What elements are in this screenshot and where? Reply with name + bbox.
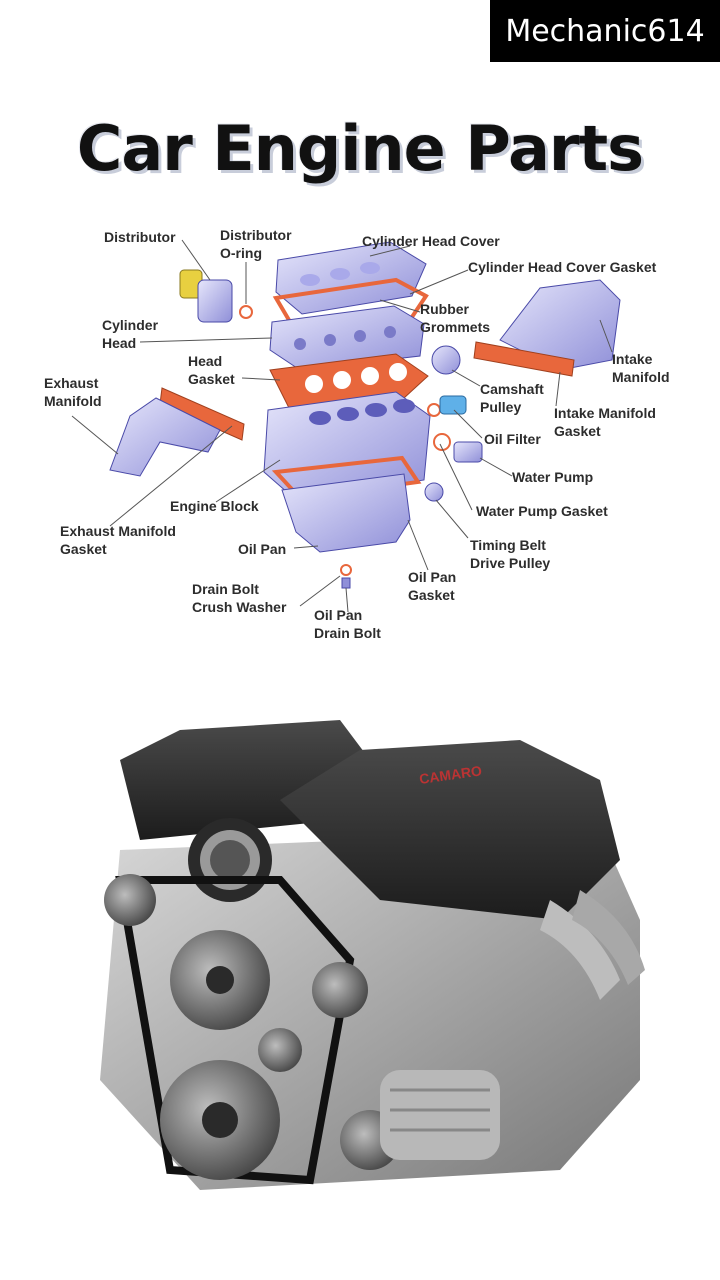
label-oil-filter: Oil Filter	[484, 431, 541, 447]
label-exhaust-manifold-1: Exhaust	[44, 375, 99, 391]
label-cylinder-head-1: Cylinder	[102, 317, 159, 333]
drain-bolt-part	[341, 577, 351, 589]
oil-filter-part	[439, 395, 467, 415]
label-camshaft-pulley-2: Pulley	[480, 399, 521, 415]
label-rubber-grommets-1: Rubber	[420, 301, 470, 317]
label-cylinder-head-cover-gasket: Cylinder Head Cover Gasket	[468, 259, 657, 275]
label-camshaft-pulley-1: Camshaft	[480, 381, 544, 397]
page-title: Car Engine Parts	[76, 112, 644, 185]
label-oil-pan-gasket-1: Oil Pan	[408, 569, 456, 585]
label-oil-pan: Oil Pan	[238, 541, 286, 557]
label-timing-belt-1: Timing Belt	[470, 537, 546, 553]
cylinder-head-part	[269, 305, 425, 371]
cylinder-head-cover-part	[275, 241, 427, 315]
distributor-part	[179, 269, 253, 323]
label-intake-manifold-2: Manifold	[612, 369, 670, 385]
label-oil-pan-drain-bolt-2: Drain Bolt	[314, 625, 381, 641]
label-water-pump-gasket: Water Pump Gasket	[476, 503, 608, 519]
label-timing-belt-2: Drive Pulley	[470, 555, 550, 571]
watermark-badge: Mechanic614	[490, 0, 720, 62]
label-rubber-grommets-2: Grommets	[420, 319, 490, 335]
label-exhaust-manifold-gasket-2: Gasket	[60, 541, 107, 557]
label-intake-manifold-1: Intake	[612, 351, 653, 367]
leader-lines	[71, 239, 613, 613]
engine-block-part	[263, 391, 431, 501]
engine-photo: CAMARO	[100, 720, 645, 1190]
label-intake-manifold-gasket-2: Gasket	[554, 423, 601, 439]
label-intake-manifold-gasket-1: Intake Manifold	[554, 405, 656, 421]
label-drain-bolt-washer-2: Crush Washer	[192, 599, 287, 615]
label-engine-block: Engine Block	[170, 498, 259, 514]
label-oil-pan-drain-bolt-1: Oil Pan	[314, 607, 362, 623]
label-distributor: Distributor	[104, 229, 176, 245]
label-distributor-oring-2: O-ring	[220, 245, 262, 261]
label-head-gasket-2: Gasket	[188, 371, 235, 387]
oil-pan-part	[281, 473, 411, 553]
engine-parts-diagram: Distributor Distributor O-ring Cylinder …	[44, 227, 670, 641]
exhaust-manifold-gasket-part	[159, 387, 245, 441]
label-water-pump: Water Pump	[512, 469, 593, 485]
label-drain-bolt-washer-1: Drain Bolt	[192, 581, 259, 597]
intake-manifold-gasket-part	[473, 341, 575, 377]
drain-washer-part	[340, 564, 352, 576]
label-cylinder-head-cover: Cylinder Head Cover	[362, 233, 500, 249]
water-pump-part	[453, 441, 483, 463]
label-head-gasket-1: Head	[188, 353, 222, 369]
timing-belt-pulley-part	[424, 482, 444, 502]
label-exhaust-manifold-gasket-1: Exhaust Manifold	[60, 523, 176, 539]
label-exhaust-manifold-2: Manifold	[44, 393, 102, 409]
label-cylinder-head-2: Head	[102, 335, 136, 351]
camshaft-pulley-part	[431, 345, 461, 375]
label-oil-pan-gasket-2: Gasket	[408, 587, 455, 603]
label-distributor-oring-1: Distributor	[220, 227, 292, 243]
diagram-labels: Distributor Distributor O-ring Cylinder …	[44, 227, 670, 641]
